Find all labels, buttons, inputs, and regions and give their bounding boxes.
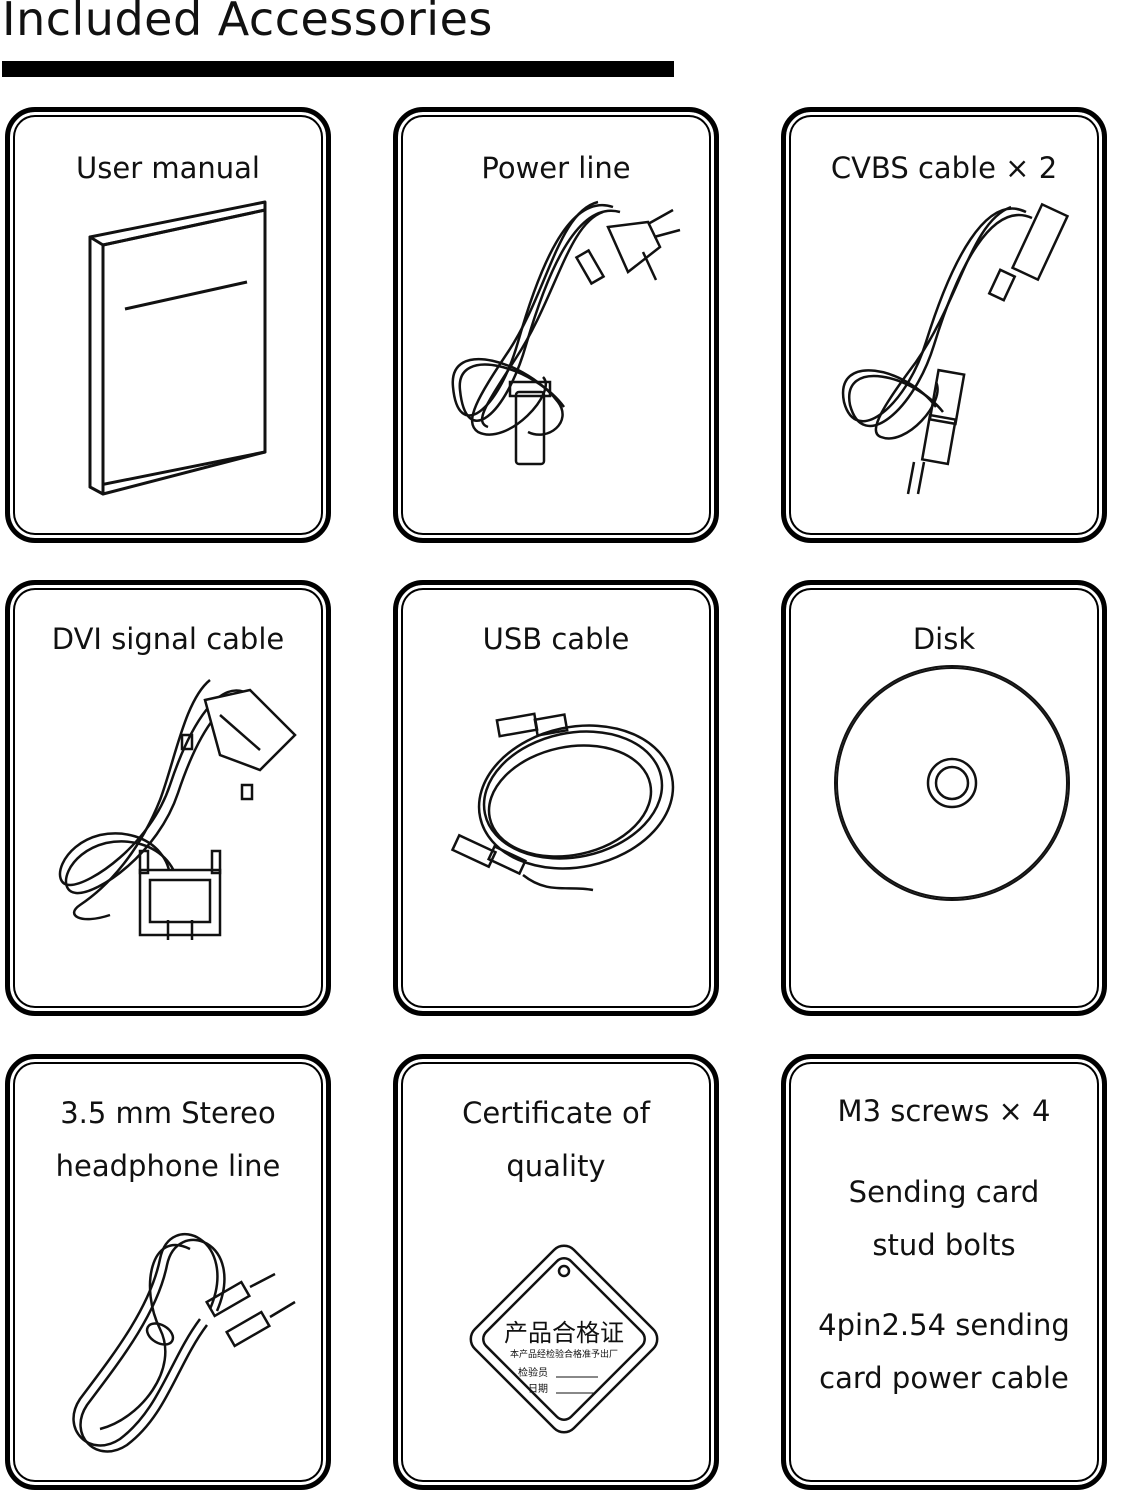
usb-cable-icon: [450, 712, 675, 892]
card-usb-cable: USB cable: [393, 580, 719, 1016]
card-disk: Disk: [781, 580, 1107, 1016]
card-label: CVBS cable × 2: [830, 151, 1058, 185]
card-label: DVI signal cable: [51, 622, 285, 656]
card-label: Disk: [912, 622, 976, 656]
card-label: M3 screws × 4: [837, 1094, 1051, 1128]
card-extra-label-power-cable: 4pin2.54 sending card power cable: [818, 1308, 1070, 1395]
card-user-manual: User manual: [5, 107, 331, 543]
dvi-cable-icon: [58, 679, 297, 940]
title-underline: [2, 61, 674, 77]
card-headphone-line: 3.5 mm Stereo headphone line: [5, 1054, 331, 1490]
card-screws: M3 screws × 4 Sending card stud bolts 4p…: [781, 1054, 1107, 1490]
tag-line1: 本产品经检验合格准予出厂: [510, 1348, 618, 1360]
card-power-line: Power line: [393, 107, 719, 543]
card-label: 3.5 mm Stereo headphone line: [55, 1096, 281, 1183]
power-cord-icon: [451, 200, 681, 466]
headphone-cable-icon: [72, 1232, 296, 1453]
manual-book-icon: [88, 200, 267, 496]
cvbs-cable-icon: [841, 202, 1070, 495]
tag-inspector: 检验员: [518, 1366, 548, 1379]
card-label: Certificate of quality: [462, 1096, 650, 1183]
card-certificate: Certificate of quality 产品合格证 本产品经检验合格准予出…: [393, 1054, 719, 1490]
tag-date: 日期: [528, 1383, 548, 1395]
card-cvbs-cable: CVBS cable × 2: [781, 107, 1107, 543]
card-label: Power line: [481, 151, 631, 185]
card-label: User manual: [76, 151, 260, 185]
card-dvi-cable: DVI signal cable: [5, 580, 331, 1016]
card-extra-label-stud-bolts: Sending card stud bolts: [848, 1175, 1040, 1262]
quality-certificate-tag-icon: 产品合格证 本产品经检验合格准予出厂 检验员 日期: [469, 1244, 659, 1434]
card-label: USB cable: [482, 622, 630, 656]
page-title: Included Accessories: [2, 0, 493, 46]
disc-icon: [834, 665, 1070, 901]
tag-title: 产品合格证: [504, 1319, 624, 1347]
